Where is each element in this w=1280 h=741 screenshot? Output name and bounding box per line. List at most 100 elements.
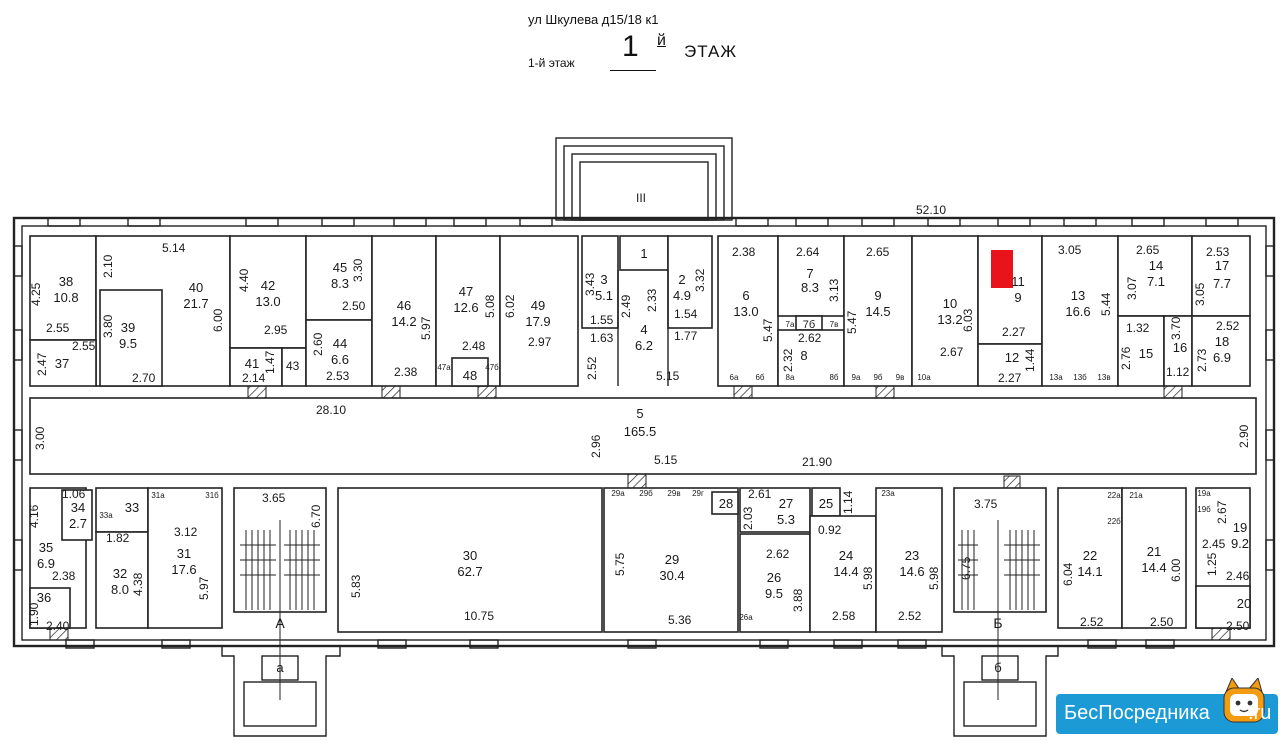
room-area: 14.2 xyxy=(391,314,416,329)
dimension: 52.10 xyxy=(916,203,946,217)
room-number: 40 xyxy=(189,280,203,295)
dimension: 2.27 xyxy=(1002,325,1026,339)
dimension: 6.04 xyxy=(1061,562,1075,586)
dimension: 3.88 xyxy=(791,588,805,612)
room-area: 16.6 xyxy=(1065,304,1090,319)
dimension: 4.16 xyxy=(27,504,41,528)
dimension: 2.45 xyxy=(1202,537,1226,551)
room-number: 5 xyxy=(636,406,643,421)
dimension: 5.47 xyxy=(761,318,775,342)
dimension: 2.53 xyxy=(1206,245,1230,259)
dimension: 2.52 xyxy=(1216,319,1240,333)
sub-label: 7a xyxy=(786,320,795,329)
dimension: 2.14 xyxy=(242,371,266,385)
room-26 xyxy=(739,533,811,633)
room-area: 7.1 xyxy=(1147,274,1165,289)
dimension: 3.32 xyxy=(693,268,707,292)
room-number: 4 xyxy=(640,322,647,337)
dimension: 2.70 xyxy=(132,371,156,385)
sub-label: 6б xyxy=(755,373,764,382)
sub-label: 26a xyxy=(739,613,753,622)
room-area: 14.4 xyxy=(833,564,858,579)
room-number: 15 xyxy=(1139,346,1153,361)
dimension: 2.65 xyxy=(1136,243,1160,257)
sub-label: 31a xyxy=(151,491,165,500)
dimension: 2.58 xyxy=(832,609,856,623)
room-area: 2.7 xyxy=(69,516,87,531)
room-44 xyxy=(305,319,373,387)
dimension: 3.70 xyxy=(1169,316,1183,340)
room-16 xyxy=(1163,315,1193,387)
dimension: 28.10 xyxy=(316,403,346,417)
floor-number: 1 xyxy=(622,30,639,63)
room-number: 16 xyxy=(1173,340,1187,355)
dimension: 1.47 xyxy=(263,350,277,374)
sub-label: 8a xyxy=(786,373,795,382)
dimension: 5.15 xyxy=(656,369,680,383)
room-number: 35 xyxy=(39,540,53,555)
room-number: 25 xyxy=(819,496,833,511)
room-10 xyxy=(911,235,979,387)
room-33 xyxy=(95,487,149,533)
dimension: 0.92 xyxy=(818,523,842,537)
highlighted-room-marker xyxy=(991,250,1013,288)
dimension: 3.30 xyxy=(351,258,365,282)
room-area: 5.1 xyxy=(595,288,613,303)
sub-room-tags: 6a 6б 8a 8б 9a 9б 9в 10a 13a 13б 13в 7a … xyxy=(99,319,1211,622)
room-number: 23 xyxy=(905,548,919,563)
room-number: 29 xyxy=(665,552,679,567)
dimension: 6.03 xyxy=(961,308,975,332)
dimension: 5.14 xyxy=(162,241,186,255)
sub-label: 10a xyxy=(917,373,931,382)
dimension: 1.06 xyxy=(62,487,86,501)
sub-label: 19a xyxy=(1197,489,1211,498)
dimension: 2.55 xyxy=(46,321,70,335)
sub-label: 7б xyxy=(803,319,815,331)
dimension: 2.62 xyxy=(766,547,790,561)
room-number: 32 xyxy=(113,566,127,581)
room-27 xyxy=(739,487,811,533)
dimension: 2.96 xyxy=(589,434,603,458)
room-area: 8.3 xyxy=(331,276,349,291)
room-number: 21 xyxy=(1147,544,1161,559)
room-number: 10 xyxy=(943,296,957,311)
brand-badge[interactable]: БесПосредника .ru xyxy=(1056,678,1278,738)
room-number: 44 xyxy=(333,336,347,351)
room-area: 8.3 xyxy=(801,280,819,295)
sub-label: 13a xyxy=(1049,373,1063,382)
sub-label: 21a xyxy=(1129,491,1143,500)
room-area: 17.9 xyxy=(525,314,550,329)
floor-underline xyxy=(610,70,656,71)
room-area: 5.3 xyxy=(777,512,795,527)
room-number: 42 xyxy=(261,278,275,293)
room-39 xyxy=(99,289,163,387)
room-area: 6.9 xyxy=(1213,350,1231,365)
dimension: 2.55 xyxy=(72,339,96,353)
dimension: 2.50 xyxy=(1226,619,1250,633)
sub-label: 22б xyxy=(1107,517,1121,526)
room-number: 17 xyxy=(1215,258,1229,273)
sub-label: 19б xyxy=(1197,505,1211,514)
room-28 xyxy=(711,491,739,515)
room-number: 20 xyxy=(1237,596,1251,611)
dimension: 2.40 xyxy=(46,619,70,633)
dimension: 2.67 xyxy=(1215,500,1229,524)
room-area: 8.0 xyxy=(111,582,129,597)
room-number: 48 xyxy=(463,368,477,383)
stair-b xyxy=(953,487,1047,613)
dimension: 4.38 xyxy=(131,572,145,596)
sub-label: 13б xyxy=(1073,373,1087,382)
room-number: 31 xyxy=(177,546,191,561)
room-18 xyxy=(1191,315,1251,387)
room-number: 37 xyxy=(55,356,69,371)
room-area: 9.5 xyxy=(765,586,783,601)
stair-a-steps xyxy=(240,520,320,700)
dimension: 5.83 xyxy=(349,574,363,598)
room-number: 3 xyxy=(600,272,607,287)
dimension: 21.90 xyxy=(802,455,832,469)
room-area: 30.4 xyxy=(659,568,684,583)
dimension: 2.52 xyxy=(898,609,922,623)
room-number: 9 xyxy=(874,288,881,303)
